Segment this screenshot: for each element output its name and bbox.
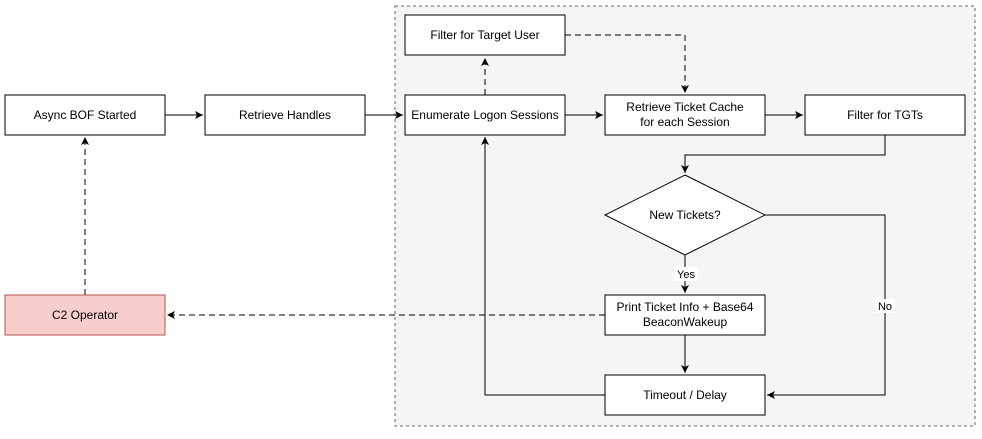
node-c2-operator: C2 Operator [4, 294, 166, 336]
node-enumerate-logon-label: Enumerate Logon Sessions [411, 108, 558, 122]
node-new-tickets-decision: New Tickets? [603, 174, 767, 256]
node-async-bof-label: Async BOF Started [34, 108, 137, 122]
edge-filter-tgts-to-decision [681, 135, 886, 173]
node-timeout-delay-label: Timeout / Delay [643, 388, 727, 402]
node-async-bof-started: Async BOF Started [4, 94, 166, 136]
edge-label-yes: Yes [674, 267, 698, 281]
node-new-tickets-label: New Tickets? [649, 208, 721, 222]
node-filter-target-user: Filter for Target User [404, 14, 566, 56]
node-retrieve-ticket-cache-label-1: Retrieve Ticket Cache [626, 100, 744, 114]
node-print-ticket-label-1: Print Ticket Info + Base64 [616, 300, 753, 314]
node-timeout-delay: Timeout / Delay [604, 374, 766, 416]
edge-filter-user-to-ticket-cache [565, 34, 689, 93]
edge-label-no: No [875, 299, 895, 313]
node-retrieve-ticket-cache-label-2: for each Session [640, 115, 729, 129]
node-retrieve-handles-label: Retrieve Handles [239, 108, 331, 122]
node-filter-tgts-label: Filter for TGTs [847, 108, 923, 122]
node-print-ticket-label-2: BeaconWakeup [643, 315, 728, 329]
edge-label-yes-text: Yes [677, 269, 695, 281]
node-filter-tgts: Filter for TGTs [804, 94, 966, 136]
node-print-ticket-info: Print Ticket Info + Base64 BeaconWakeup [604, 294, 766, 336]
node-enumerate-logon-sessions: Enumerate Logon Sessions [404, 94, 566, 136]
node-c2-operator-label: C2 Operator [52, 308, 118, 322]
edge-label-no-text: No [878, 301, 892, 313]
node-retrieve-ticket-cache: Retrieve Ticket Cache for each Session [604, 94, 766, 136]
edge-timeout-to-enumerate [481, 137, 605, 396]
node-filter-target-user-label: Filter for Target User [430, 28, 539, 42]
node-retrieve-handles: Retrieve Handles [204, 94, 366, 136]
